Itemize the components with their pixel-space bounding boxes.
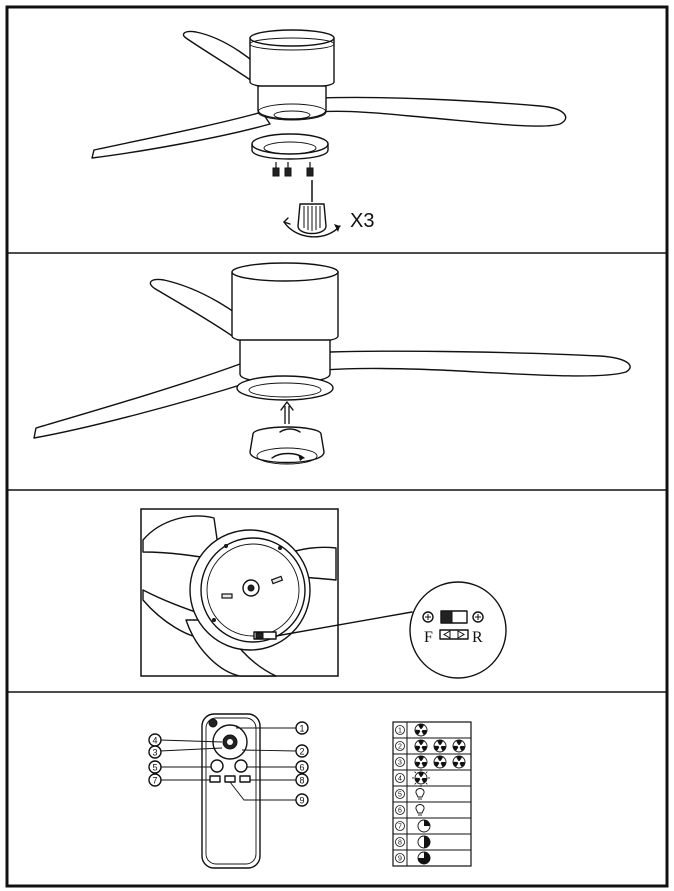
fan-icon: [452, 755, 466, 769]
fan-icon: [452, 739, 466, 753]
fan-blade-right: [325, 350, 631, 377]
table-row: 2: [393, 737, 471, 753]
row-number: 2: [398, 744, 402, 751]
function-table: 1 2 3 4 5 6 7 8 9: [392, 721, 472, 867]
svg-text:9: 9: [299, 796, 304, 806]
table-row: 3: [393, 753, 471, 769]
fan-icon: [433, 739, 447, 753]
canopy-top: [231, 262, 339, 282]
svg-text:1: 1: [299, 724, 304, 734]
svg-text:6: 6: [299, 763, 304, 773]
remote-control: 4 3 5 7 1 2 6 8 9: [148, 713, 309, 869]
timer-icon: [417, 819, 431, 833]
quantity-label: X3: [350, 210, 374, 232]
fan-icon: [414, 771, 428, 785]
step-2-panel: [33, 262, 631, 465]
row-number: 3: [398, 760, 402, 767]
callout-line: [275, 611, 413, 637]
power-led: [208, 718, 218, 728]
light-ring: [236, 375, 334, 401]
table-row: 4: [393, 769, 471, 787]
page-frame: [5, 5, 669, 888]
step-1-panel: X3: [91, 29, 567, 238]
svg-text:4: 4: [152, 736, 157, 746]
row-number: 4: [398, 776, 402, 783]
light-ring: [251, 133, 329, 155]
fan-blade-right: [319, 96, 567, 127]
table-row: 9: [393, 849, 471, 865]
timer-1h-button[interactable]: [209, 775, 221, 783]
row-number: 1: [398, 728, 402, 735]
timer-8h-button[interactable]: [239, 775, 251, 783]
timer-4h-button[interactable]: [224, 775, 236, 783]
light-button-right[interactable]: [234, 759, 248, 773]
fan-icon: [414, 739, 428, 753]
row-number: 9: [398, 856, 402, 863]
up-arrow: [280, 401, 294, 424]
svg-text:2: 2: [299, 747, 304, 757]
light-cover: [249, 426, 325, 465]
row-number: 6: [398, 808, 402, 815]
fan-underside-closeup: [142, 515, 337, 677]
table-row: 5: [393, 785, 471, 800]
direction-switch: [422, 610, 484, 640]
timer-icon: [417, 851, 431, 865]
table-row: 6: [393, 801, 471, 816]
table-row: 7: [393, 817, 471, 833]
bulb-icon: [415, 788, 425, 800]
bulb-icon: [415, 804, 425, 816]
sparkle-icon: [412, 769, 430, 787]
callout-leaders: [159, 727, 297, 801]
table-row: 1: [395, 723, 428, 737]
svg-text:8: 8: [299, 776, 304, 786]
row-number: 8: [398, 840, 402, 847]
svg-text:7: 7: [152, 776, 157, 786]
fan-blade-left: [33, 363, 251, 439]
fan-icon: [414, 723, 428, 737]
row-number: 7: [398, 824, 402, 831]
canopy: [231, 271, 339, 345]
svg-text:5: 5: [152, 763, 157, 773]
step-3-panel: F R: [140, 508, 507, 679]
svg-text:3: 3: [152, 748, 157, 758]
fan-icon: [414, 755, 428, 769]
screws: [272, 162, 314, 177]
screwdriver: [283, 180, 341, 238]
fan-icon: [433, 755, 447, 769]
fan-blade-left: [91, 111, 271, 159]
reverse-label: R: [472, 629, 483, 646]
light-button-left[interactable]: [210, 759, 224, 773]
motor-housing: [257, 85, 327, 120]
table-row: 8: [393, 833, 471, 849]
callout-numbers: 4 3 5 7 1 2 6 8 9: [148, 721, 309, 807]
timer-icon: [417, 835, 431, 849]
row-number: 5: [398, 792, 402, 799]
forward-label: F: [424, 629, 433, 646]
